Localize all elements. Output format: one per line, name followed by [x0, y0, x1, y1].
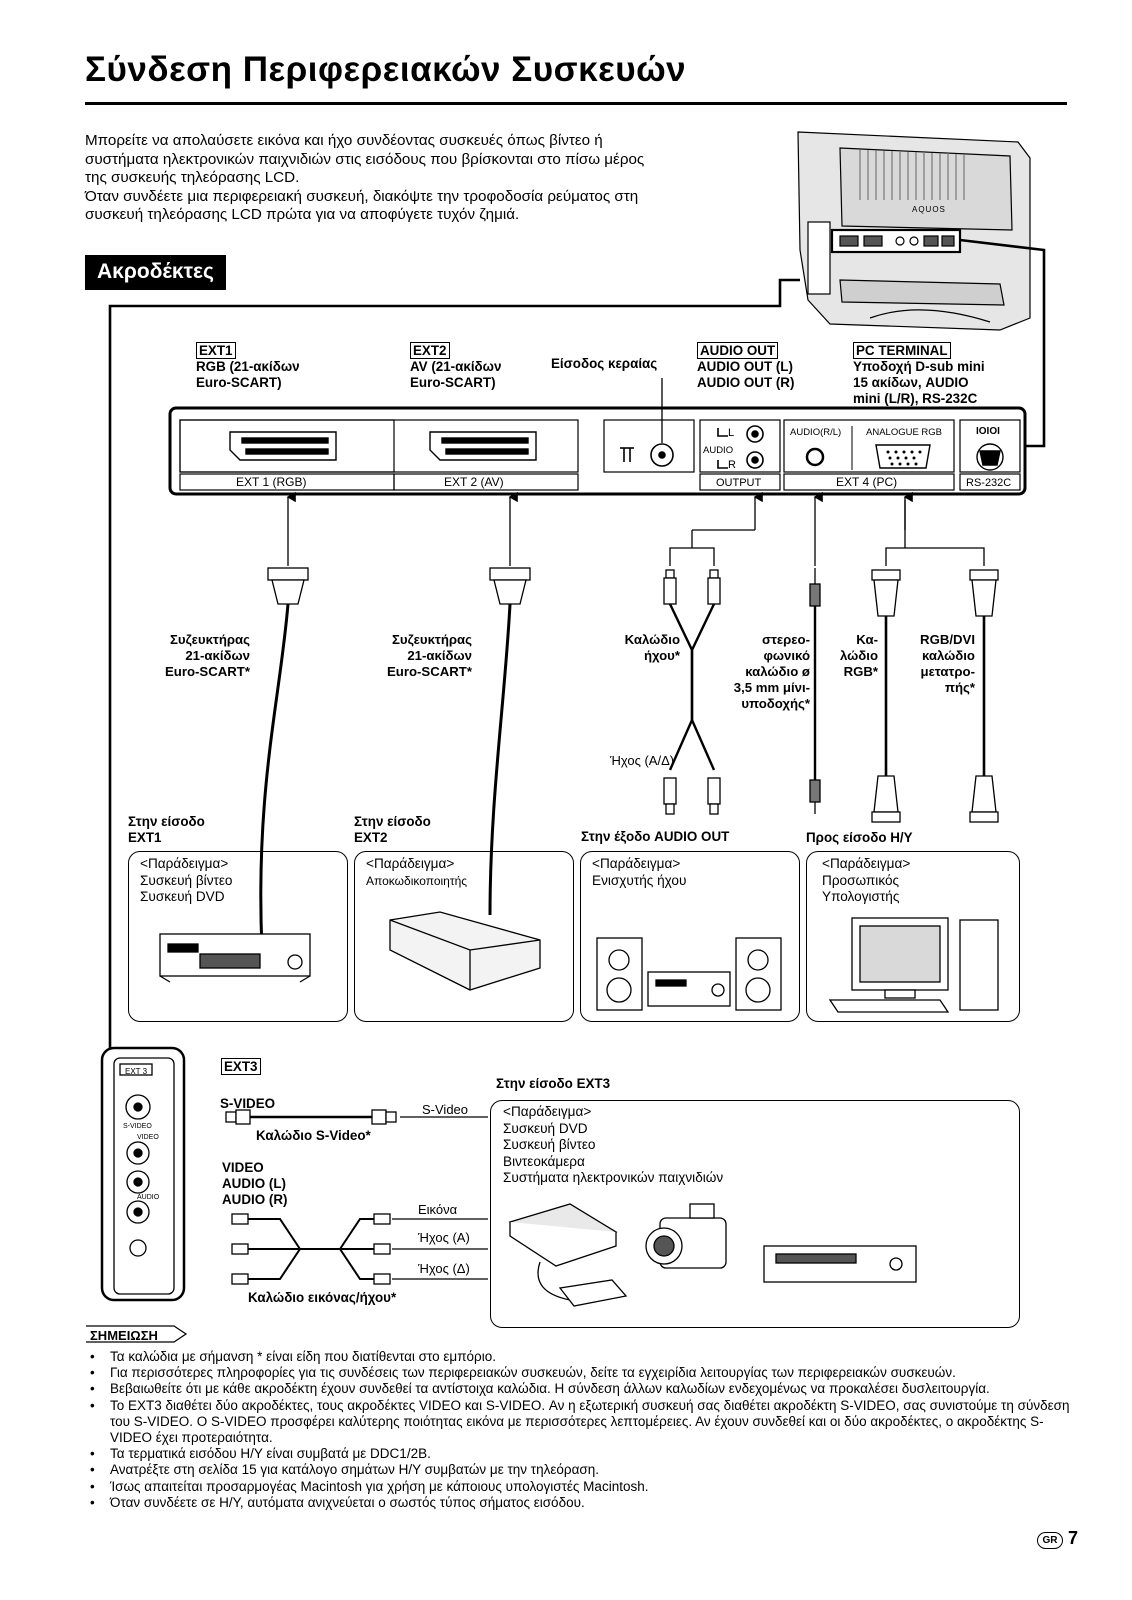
- audio-out-terminal-label: AUDIO OUT AUDIO OUT (L)AUDIO OUT (R): [697, 342, 795, 390]
- intro-paragraph-1: Μπορείτε να απολαύσετε εικόνα και ήχο συ…: [85, 132, 645, 187]
- ext3-side-panel: [100, 1046, 186, 1302]
- to-ext3-input-label: Στην είσοδο EXT3: [496, 1076, 611, 1091]
- audio-out-jacks: [717, 425, 764, 469]
- example-box-pc: [806, 851, 1020, 1022]
- personal-computer: [828, 917, 999, 1013]
- note-item: Όταν συνδέετε σε Η/Υ, αυτόματα ανιχνεύετ…: [88, 1495, 1078, 1511]
- ext1-scart-socket: [229, 431, 337, 461]
- notes-title: ΣΗΜΕΙΩΣΗ: [90, 1328, 158, 1343]
- av-cable-caption: Καλώδιο εικόνας/ήχου*: [248, 1290, 397, 1305]
- antenna-socket: [620, 443, 674, 467]
- tv-brand-logo: AQUOS: [912, 205, 946, 214]
- av-cable: [231, 1213, 391, 1285]
- video-recorder: [763, 1245, 917, 1283]
- example-box-ext1: [128, 851, 348, 1022]
- analogue-rgb-dsub-socket: [875, 444, 931, 469]
- to-pc-input-label: Προς είσοδο Η/Υ: [806, 830, 913, 845]
- panel-audio-rl-label: AUDIO(R/L): [790, 427, 842, 438]
- rgb-dvi-cable: [969, 569, 999, 823]
- decoder-device: [389, 911, 541, 991]
- game-console: [508, 1203, 628, 1307]
- notes-list: Τα καλώδια με σήμανση * είναι είδη που δ…: [88, 1349, 1078, 1511]
- panel-ext4-label: EXT 4 (PC): [836, 475, 898, 489]
- ext3-jack-svideo-label: S-VIDEO: [123, 1123, 152, 1130]
- ext3-jack-audio-label: AUDIO: [137, 1194, 160, 1201]
- panel-l-label: L: [728, 427, 735, 439]
- title-rule: [85, 102, 1067, 105]
- section-heading-terminals: Ακροδέκτες: [85, 255, 226, 290]
- sound-a-label: Ήχος (Α): [418, 1230, 470, 1245]
- note-item: Για περισσότερες πληροφορίες για τις συν…: [88, 1365, 1078, 1381]
- svideo-cable-caption: Καλώδιο S-Video*: [256, 1128, 371, 1143]
- stereo-mini-cable: [809, 568, 821, 814]
- rgb-cable: [871, 569, 901, 823]
- example-box-ext2: [354, 851, 574, 1022]
- note-item: Ανατρέξτε στη σελίδα 15 για κατάλογο σημ…: [88, 1462, 1078, 1478]
- panel-analogue-rgb-label: ANALOGUE RGB: [866, 427, 943, 438]
- svideo-side-label: S-Video: [422, 1102, 469, 1117]
- example-audio-text: <Παράδειγμα>Ενισχυτής ήχου: [592, 856, 687, 888]
- page-title: Σύνδεση Περιφερειακών Συσκευών: [85, 50, 687, 89]
- panel-ext1-label: EXT 1 (RGB): [236, 475, 307, 489]
- example-box-audio: [580, 851, 800, 1022]
- scart-cable-1: [259, 567, 309, 951]
- example-box-ext3: [490, 1100, 1020, 1328]
- note-item: Τα τερματικά εισόδου Η/Υ είναι συμβατά μ…: [88, 1446, 1078, 1462]
- sound-lr-caption: Ήχος (Α/Δ): [610, 753, 675, 768]
- intro-text: Μπορείτε να απολαύσετε εικόνα και ήχο συ…: [85, 132, 645, 225]
- rca-audio-cable: [663, 569, 721, 815]
- panel-audio-label: AUDIO: [703, 445, 734, 456]
- tv-rear-illustration: [797, 131, 1031, 331]
- note-item: Τα καλώδια με σήμανση * είναι είδη που δ…: [88, 1349, 1078, 1365]
- to-audio-out-label: Στην έξοδο AUDIO OUT: [581, 829, 730, 844]
- note-item: Ίσως απαιτείται προσαρμογέας Macintosh γ…: [88, 1479, 1078, 1495]
- language-badge: GR: [1037, 1532, 1063, 1549]
- sound-d-label: Ήχος (Δ): [418, 1261, 470, 1276]
- note-item: Το EXT3 διαθέτει δύο ακροδέκτες, τους ακ…: [88, 1398, 1078, 1447]
- scart-cable-2: [488, 567, 531, 916]
- rs232c-socket: [976, 443, 1004, 471]
- intro-paragraph-2: Όταν συνδέετε μια περιφερειακή συσκευή, …: [85, 187, 639, 224]
- example-ext2-text: <Παράδειγμα>Αποκωδικοποιητής: [366, 856, 468, 888]
- ext2-scart-socket: [429, 431, 537, 461]
- panel-r-label: R: [728, 459, 736, 471]
- ext3-svideo-label: S-VIDEO: [220, 1096, 276, 1111]
- page-number: 7: [1068, 1528, 1079, 1548]
- ext3-terminal-label: EXT3: [221, 1058, 261, 1075]
- svideo-cable: [225, 1109, 397, 1125]
- note-item: Βεβαιωθείτε ότι με κάθε ακροδέκτη έχουν …: [88, 1381, 1078, 1397]
- panel-rs232c-label: RS-232C: [966, 477, 1012, 489]
- panel-output-label: OUTPUT: [716, 477, 762, 489]
- ext3-jack-video-label: VIDEO: [137, 1134, 159, 1141]
- panel-ext2-label: EXT 2 (AV): [444, 475, 504, 489]
- antenna-input-label: Είσοδος κεραίας: [551, 356, 658, 371]
- audio-amplifier-system: [596, 937, 782, 1011]
- image-label: Εικόνα: [418, 1202, 458, 1217]
- camcorder: [645, 1203, 727, 1269]
- ext3-panel-label: EXT 3: [125, 1067, 148, 1076]
- dvd-vcr-device: [159, 933, 311, 983]
- pc-audio-mini-jack: [805, 447, 825, 467]
- panel-ioioi-label: IOIOI: [976, 426, 1000, 437]
